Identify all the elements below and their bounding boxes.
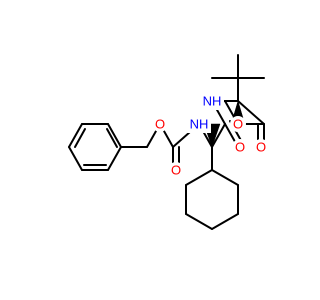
bond-double-inner (74, 128, 86, 148)
bond (107, 146, 122, 171)
atom-label-layer: O O NH O NH O O (152, 92, 269, 178)
bond (107, 123, 122, 148)
carbamate-ether-oxygen-label: O (155, 117, 165, 132)
bond (211, 213, 239, 230)
amide-nitrogen-label: NH (203, 94, 222, 109)
carbamate-nitrogen-label: NH (190, 117, 209, 132)
bond (185, 213, 213, 230)
bond (211, 169, 239, 186)
ester-methoxy-oxygen-label: O (233, 117, 243, 132)
bond (68, 146, 83, 171)
amide-oxygen-label: O (235, 140, 245, 155)
bond (237, 100, 265, 125)
carbamate-carbonyl-oxygen-label: O (171, 163, 181, 178)
bond (68, 123, 83, 148)
bond (211, 123, 226, 148)
ester-carbonyl-oxygen-label: O (256, 140, 266, 155)
molecule-structure: O O NH O NH O O (68, 54, 269, 230)
bond (185, 169, 213, 186)
bond-double-inner (106, 128, 118, 148)
